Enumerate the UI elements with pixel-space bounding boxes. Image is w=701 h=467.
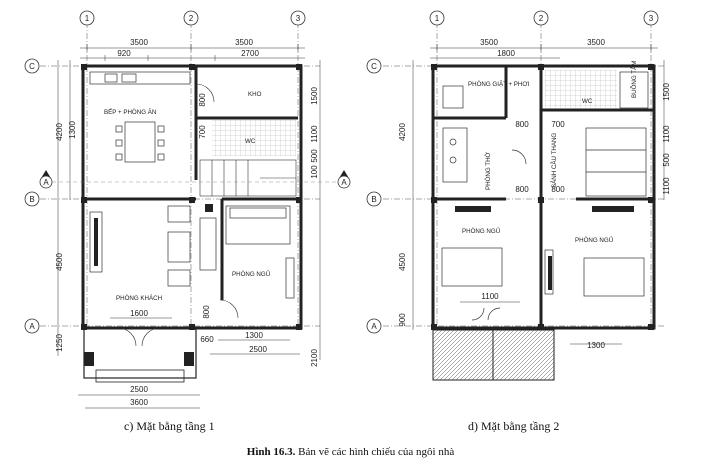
dimension-label: 800: [551, 185, 565, 194]
dimension-label: 100: [310, 165, 319, 179]
dimension-label: 4200: [55, 123, 64, 141]
dimension-label: 3500: [235, 38, 253, 47]
dimension-label: 3500: [587, 38, 605, 47]
dimension-label: 1250: [55, 334, 64, 352]
dimension-label: 2500: [130, 385, 148, 394]
axis-label: A: [29, 322, 35, 331]
section-marker-label: A: [341, 178, 347, 187]
dimension-label: 1500: [662, 83, 671, 101]
axis-bubble-col-2: [533, 10, 549, 26]
dimension-label: 700: [551, 120, 565, 129]
plan-floor-2: 1 2 3 C B A 3500 3500 1800 4200 4500 900…: [366, 10, 671, 381]
caption-floor-1: c) Mặt bằng tầng 1: [124, 419, 215, 433]
dimension-label: 1500: [310, 87, 319, 105]
axis-label: B: [29, 195, 34, 204]
dimension-label: 1100: [310, 125, 319, 143]
axis-bubble-row-a: [24, 318, 40, 334]
dimension-label: 1100: [481, 292, 499, 301]
dimension-label: 900: [398, 313, 407, 327]
dimension-label: 3600: [130, 398, 148, 407]
dimension-label: 4500: [398, 253, 407, 271]
dimension-label: 800: [202, 305, 211, 319]
room-label-bedroom-2: PHÒNG NGỦ: [575, 237, 613, 244]
figure-number: Hình 16.3.: [246, 446, 296, 458]
axis-bubble-row-c: [366, 58, 382, 74]
room-label-stairhall: SẢNH CẦU THANG: [551, 133, 558, 188]
dimension-label: 1300: [245, 331, 263, 340]
axis-bubble-row-b: [24, 191, 40, 207]
dimension-label: 3500: [130, 38, 148, 47]
dimension-label: 1300: [68, 121, 77, 139]
room-label-worship: PHÒNG THỜ: [485, 151, 492, 190]
room-label-laundry: PHÒNG GIẶT + PHƠI: [468, 81, 530, 88]
dimension-label: 500: [662, 153, 671, 167]
axis-label: 1: [435, 14, 440, 23]
room-label-living: PHÒNG KHÁCH: [116, 295, 162, 302]
axis-label: C: [371, 62, 377, 71]
dimension-label: 2100: [310, 349, 319, 367]
axis-label: 2: [539, 14, 544, 23]
axis-label: 2: [189, 14, 194, 23]
axis-label: 3: [649, 14, 654, 23]
dimension-label: 800: [198, 93, 207, 107]
room-label-bedroom-1: PHÒNG NGỦ: [462, 228, 500, 235]
dimension-label: 1100: [662, 125, 671, 143]
axis-label: 1: [85, 14, 90, 23]
axis-label: B: [371, 195, 376, 204]
axis-bubble-col-1: [79, 10, 95, 26]
axis-bubble-col-2: [183, 10, 199, 26]
figure-text: Bản vẽ các hình chiếu của ngôi nhà: [298, 446, 455, 458]
axis-bubble-col-3: [290, 10, 306, 26]
dimension-label: 2500: [249, 345, 267, 354]
room-label-bedroom: PHÒNG NGỦ: [232, 271, 270, 278]
axis-bubble-row-b: [366, 191, 382, 207]
axis-bubble-row-a: [366, 318, 382, 334]
room-label-wc: WC: [582, 98, 593, 105]
dimension-label: 500: [310, 149, 319, 163]
dimension-label: 800: [515, 185, 529, 194]
dimension-label: 1800: [497, 49, 515, 58]
dimension-label: 800: [515, 120, 529, 129]
plan-floor-1: 1 2 3 C B A 3500 3500 920 2700 4200 1300…: [24, 10, 351, 409]
dimension-label: 700: [198, 125, 207, 139]
dimension-label: 3500: [480, 38, 498, 47]
room-label-wc: WC: [245, 138, 256, 145]
section-marker-label: A: [43, 178, 49, 187]
axis-label: 3: [296, 14, 301, 23]
dimension-label: 1100: [662, 177, 671, 195]
dimension-label: 2700: [241, 49, 259, 58]
room-label-kitchen: BẾP + PHÒNG ĂN: [104, 109, 156, 116]
caption-floor-2: d) Mặt bằng tầng 2: [468, 419, 560, 433]
axis-label: C: [29, 62, 35, 71]
axis-bubble-col-3: [643, 10, 659, 26]
dimension-label: 1600: [130, 309, 148, 318]
axis-bubble-col-1: [429, 10, 445, 26]
dimension-label: 1300: [587, 341, 605, 350]
axis-label: A: [371, 322, 377, 331]
room-label-store: KHO: [248, 91, 262, 98]
dimension-label: 660: [200, 335, 214, 344]
dimension-label: 4200: [398, 123, 407, 141]
figure-caption: Hình 16.3. Bản vẽ các hình chiếu của ngô…: [0, 446, 701, 458]
dimension-label: 4500: [55, 253, 64, 271]
room-label-bath: BUỒNG TẮM: [630, 61, 638, 98]
axis-bubble-row-c: [24, 58, 40, 74]
dimension-label: 920: [117, 49, 131, 58]
